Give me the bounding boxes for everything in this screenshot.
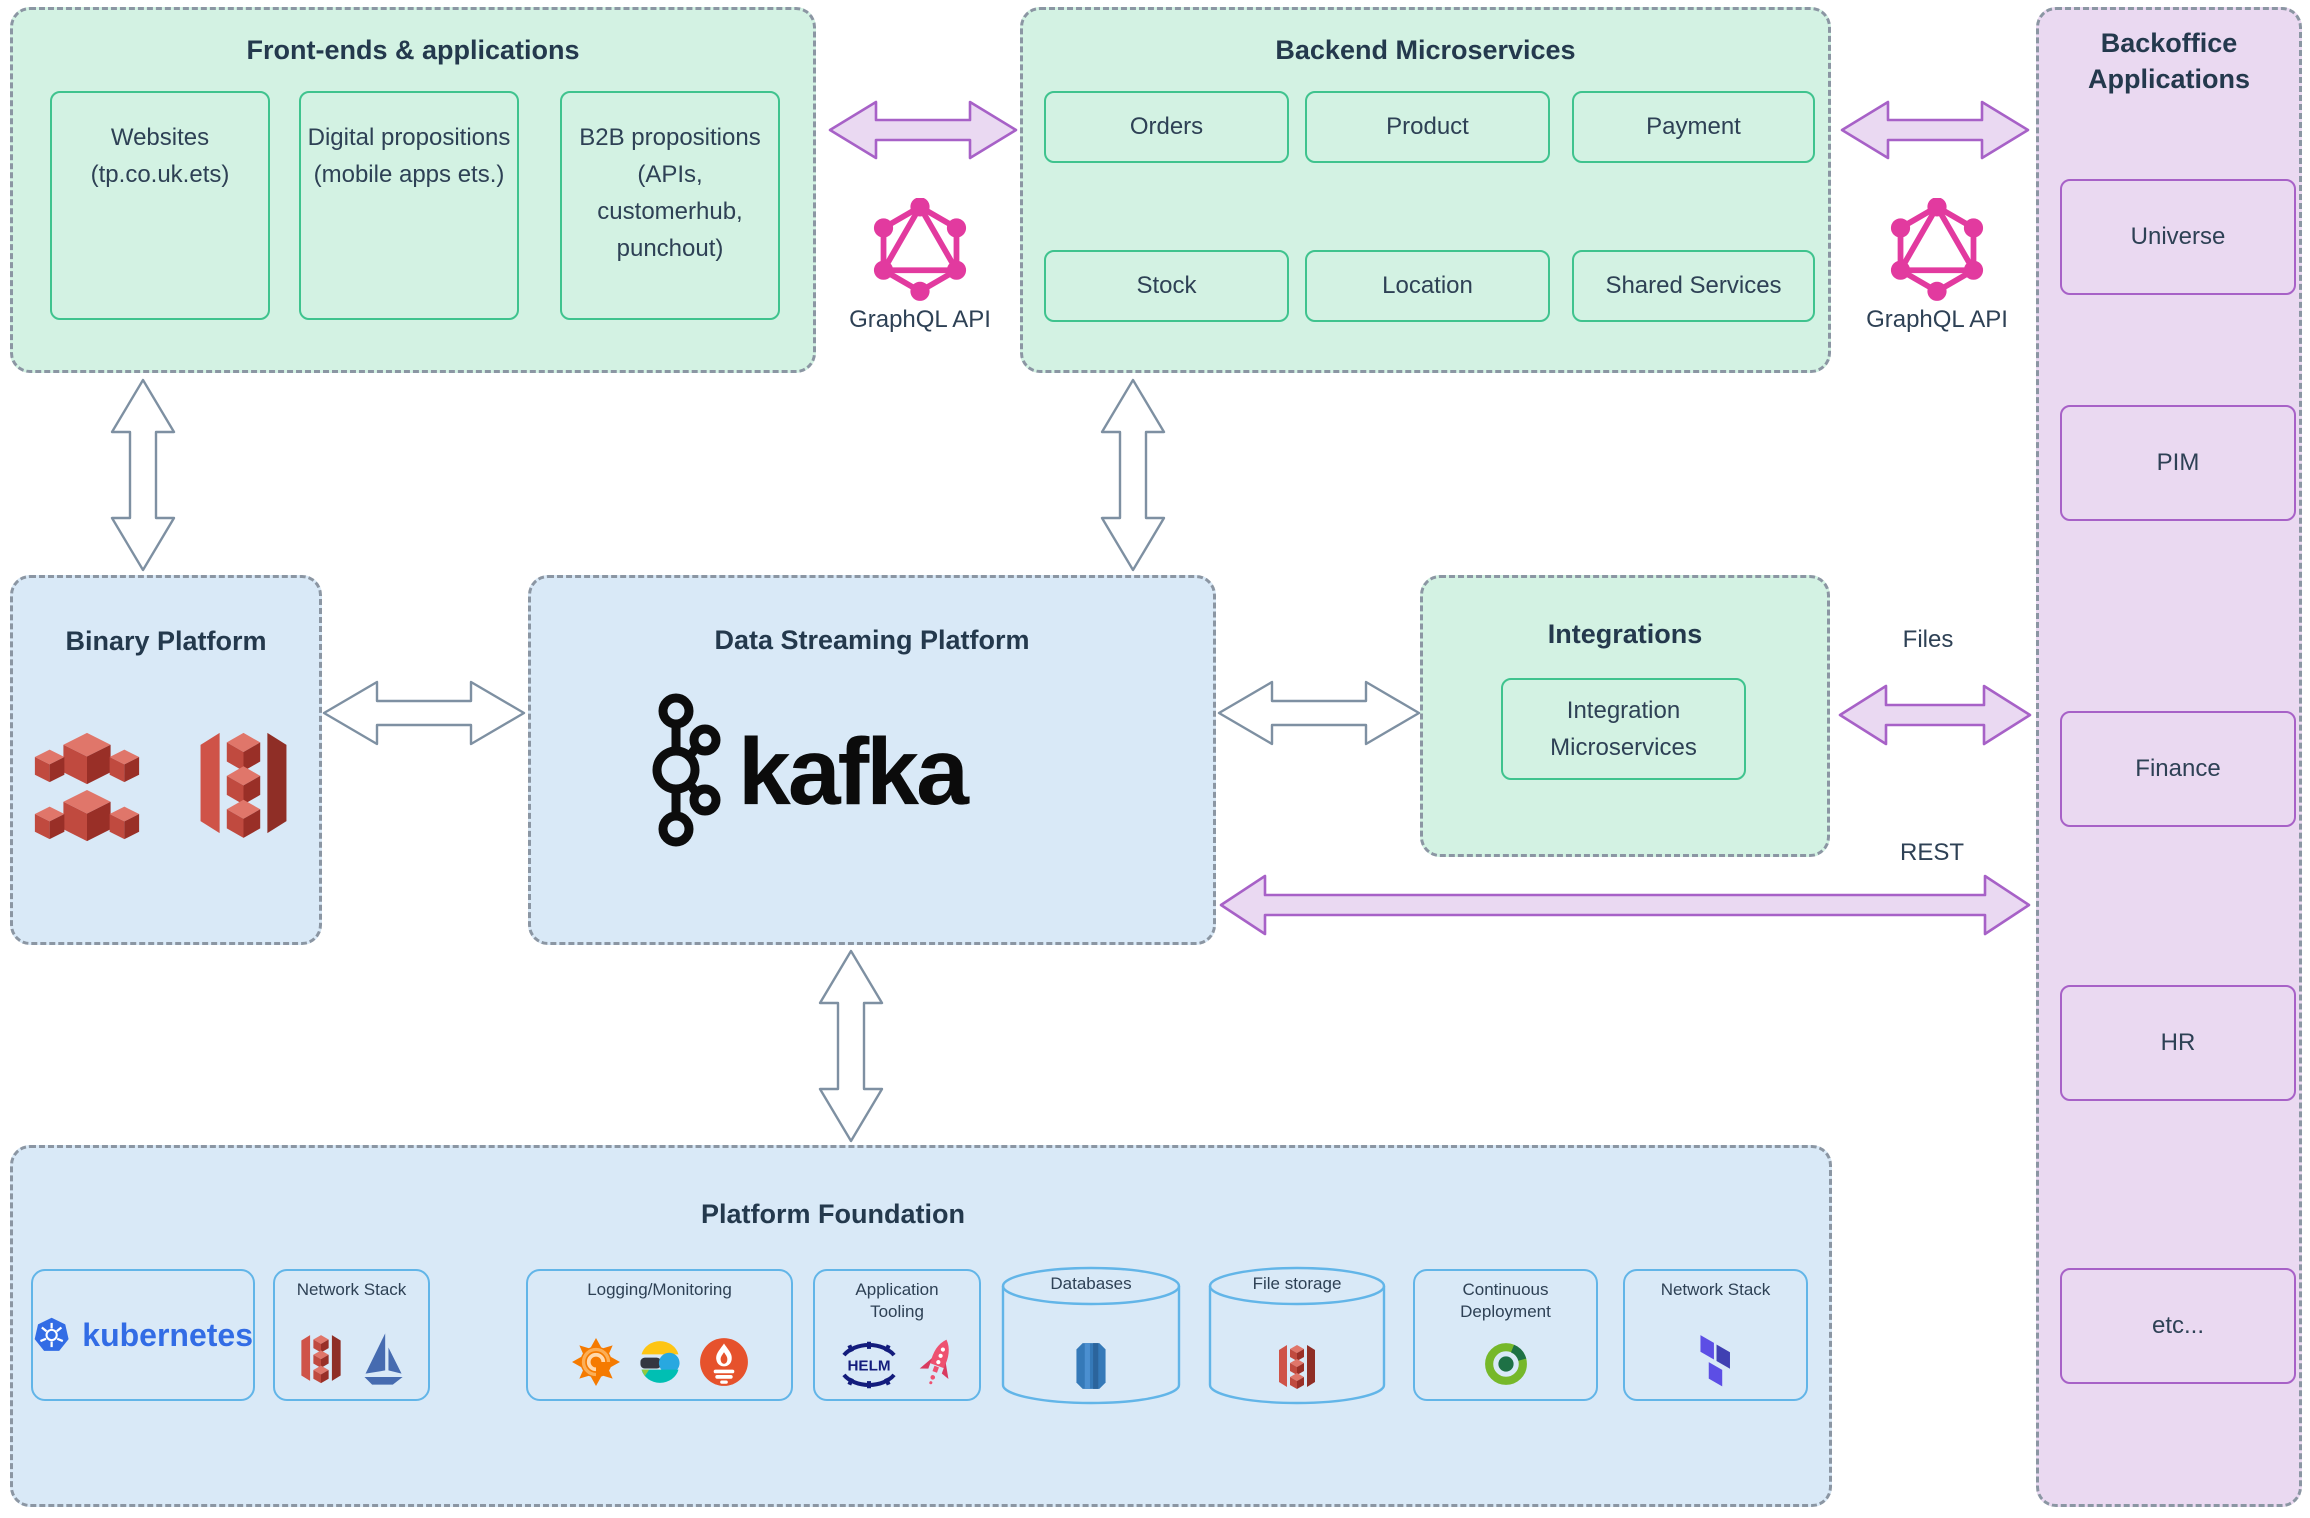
prometheus-icon [699,1338,748,1386]
files-label: Files [1902,626,1954,653]
platform-foundation-title: Platform Foundation [701,1199,965,1229]
tile-label: File storage [1252,1274,1342,1293]
frontends-card-websites: Websites (tp.co.uk.ets) [50,91,279,329]
kubernetes-icon [34,1317,69,1351]
backoffice-label: HR [2160,1029,2196,1056]
frontends-card-digital: Digital propositions (mobile apps ets.) [299,91,528,329]
cd-ring-icon [1484,1343,1527,1385]
elastic-icon [639,1341,680,1383]
backoffice-universe: Universe [2060,179,2296,295]
aws-s3-icon [1279,1345,1315,1389]
tile-kubernetes: kubernetes [31,1269,255,1401]
service-label: Orders [1129,113,1204,140]
rest-label: REST [1899,839,1964,866]
aws-cubes-icon [34,732,140,842]
istio-icon [363,1333,403,1385]
arrow-files [1838,684,2032,746]
backoffice-label: Finance [2135,755,2221,782]
arrow-binary-kafka [322,680,526,746]
data-streaming-panel: Data Streaming Platform kafka [528,575,1216,945]
aws-s3-icon [200,732,287,838]
backoffice-label: PIM [2156,449,2200,476]
arrow-frontends-binary [110,378,176,572]
backoffice-label: Universe [2130,223,2226,250]
cylinder-outline [1001,1266,1181,1405]
card-label: Digital propositions (mobile apps ets.) [307,124,511,188]
binary-platform-panel: Binary Platform [10,575,322,945]
backend-title: Backend Microservices [1275,35,1576,65]
tile-label: Databases [1050,1274,1132,1293]
cylinder-outline [1208,1266,1386,1405]
tile-continuous-deployment: Continuous Deployment [1413,1269,1598,1401]
service-stock: Stock [1044,250,1289,322]
grafana-icon [571,1338,620,1386]
service-label: Stock [1136,272,1197,299]
frontends-card-b2b: B2B propositions (APIs, customerhub, pun… [560,91,789,329]
service-label: Payment [1646,113,1741,140]
service-product: Product [1305,91,1550,163]
database-cylinder-icon [1076,1343,1106,1389]
card-label: Websites (tp.co.uk.ets) [90,124,230,188]
backoffice-etc: etc... [2060,1268,2296,1384]
kafka-wordmark: kafka [738,719,969,825]
backoffice-panel: Backoffice Applications Universe PIM Fin… [2036,7,2302,1507]
tile-network-stack-1: Network Stack [273,1269,430,1401]
tile-label: Network Stack [296,1280,407,1299]
tile-databases: Databases [999,1265,1183,1410]
backoffice-pim: PIM [2060,405,2296,521]
card-label: Integration Microservices [1550,697,1697,761]
backoffice-hr: HR [2060,985,2296,1101]
integration-microservices-card: Integration Microservices [1501,678,1755,789]
tile-network-stack-2: Network Stack [1623,1269,1808,1401]
kafka-icon [652,693,721,847]
service-label: Product [1386,113,1469,140]
service-label: Location [1382,272,1473,299]
graphql-api-label-right: GraphQL API [1866,306,2008,333]
platform-foundation-panel: Platform Foundation kubernetes Network S… [10,1145,1832,1507]
arrow-kafka-integrations [1217,680,1421,746]
arrow-frontends-backend [828,100,1018,160]
frontends-title: Front-ends & applications [246,35,580,65]
integrations-panel: Integrations Integration Microservices [1420,575,1830,857]
terraform-icon [1699,1335,1730,1387]
graphql-icon [1890,198,1984,301]
tile-label: Continuous Deployment [1460,1280,1551,1321]
frontends-panel: Front-ends & applications Websites (tp.c… [10,7,816,373]
tile-file-storage: File storage [1206,1265,1388,1410]
binary-platform-title: Binary Platform [65,626,267,656]
graphql-icon [873,198,967,301]
kubernetes-wordmark: kubernetes [82,1316,253,1353]
tile-label: Logging/Monitoring [587,1280,732,1299]
arrow-backend-kafka [1100,378,1166,572]
service-shared-services: Shared Services [1572,250,1824,331]
tile-label: Network Stack [1660,1280,1771,1299]
service-payment: Payment [1572,91,1824,172]
service-label: Shared Services [1605,272,1782,299]
service-orders: Orders [1044,91,1289,163]
arrow-backend-backoffice [1840,100,2030,160]
tile-logging-monitoring: Logging/Monitoring [526,1269,793,1401]
helm-label: HELM [847,1357,890,1374]
card-label: B2B propositions (APIs, customerhub, pun… [579,124,761,262]
arrow-rest [1219,874,2031,936]
tile-application-tooling: Application Tooling HELM [813,1269,981,1401]
backoffice-finance: Finance [2060,711,2296,827]
integrations-title: Integrations [1547,619,1703,649]
tile-label: Application Tooling [855,1280,939,1321]
aws-s3-icon [300,1335,341,1384]
backend-panel: Backend Microservices Orders Product Pay… [1020,7,1831,373]
graphql-api-label-left: GraphQL API [849,306,991,333]
rocket-icon [919,1339,949,1385]
data-streaming-title: Data Streaming Platform [714,625,1030,655]
backoffice-label: etc... [2151,1312,2205,1339]
arrow-kafka-foundation [818,949,884,1143]
service-location: Location [1305,250,1550,322]
helm-icon: HELM [842,1341,896,1389]
backoffice-title: Backoffice Applications [2087,28,2250,94]
